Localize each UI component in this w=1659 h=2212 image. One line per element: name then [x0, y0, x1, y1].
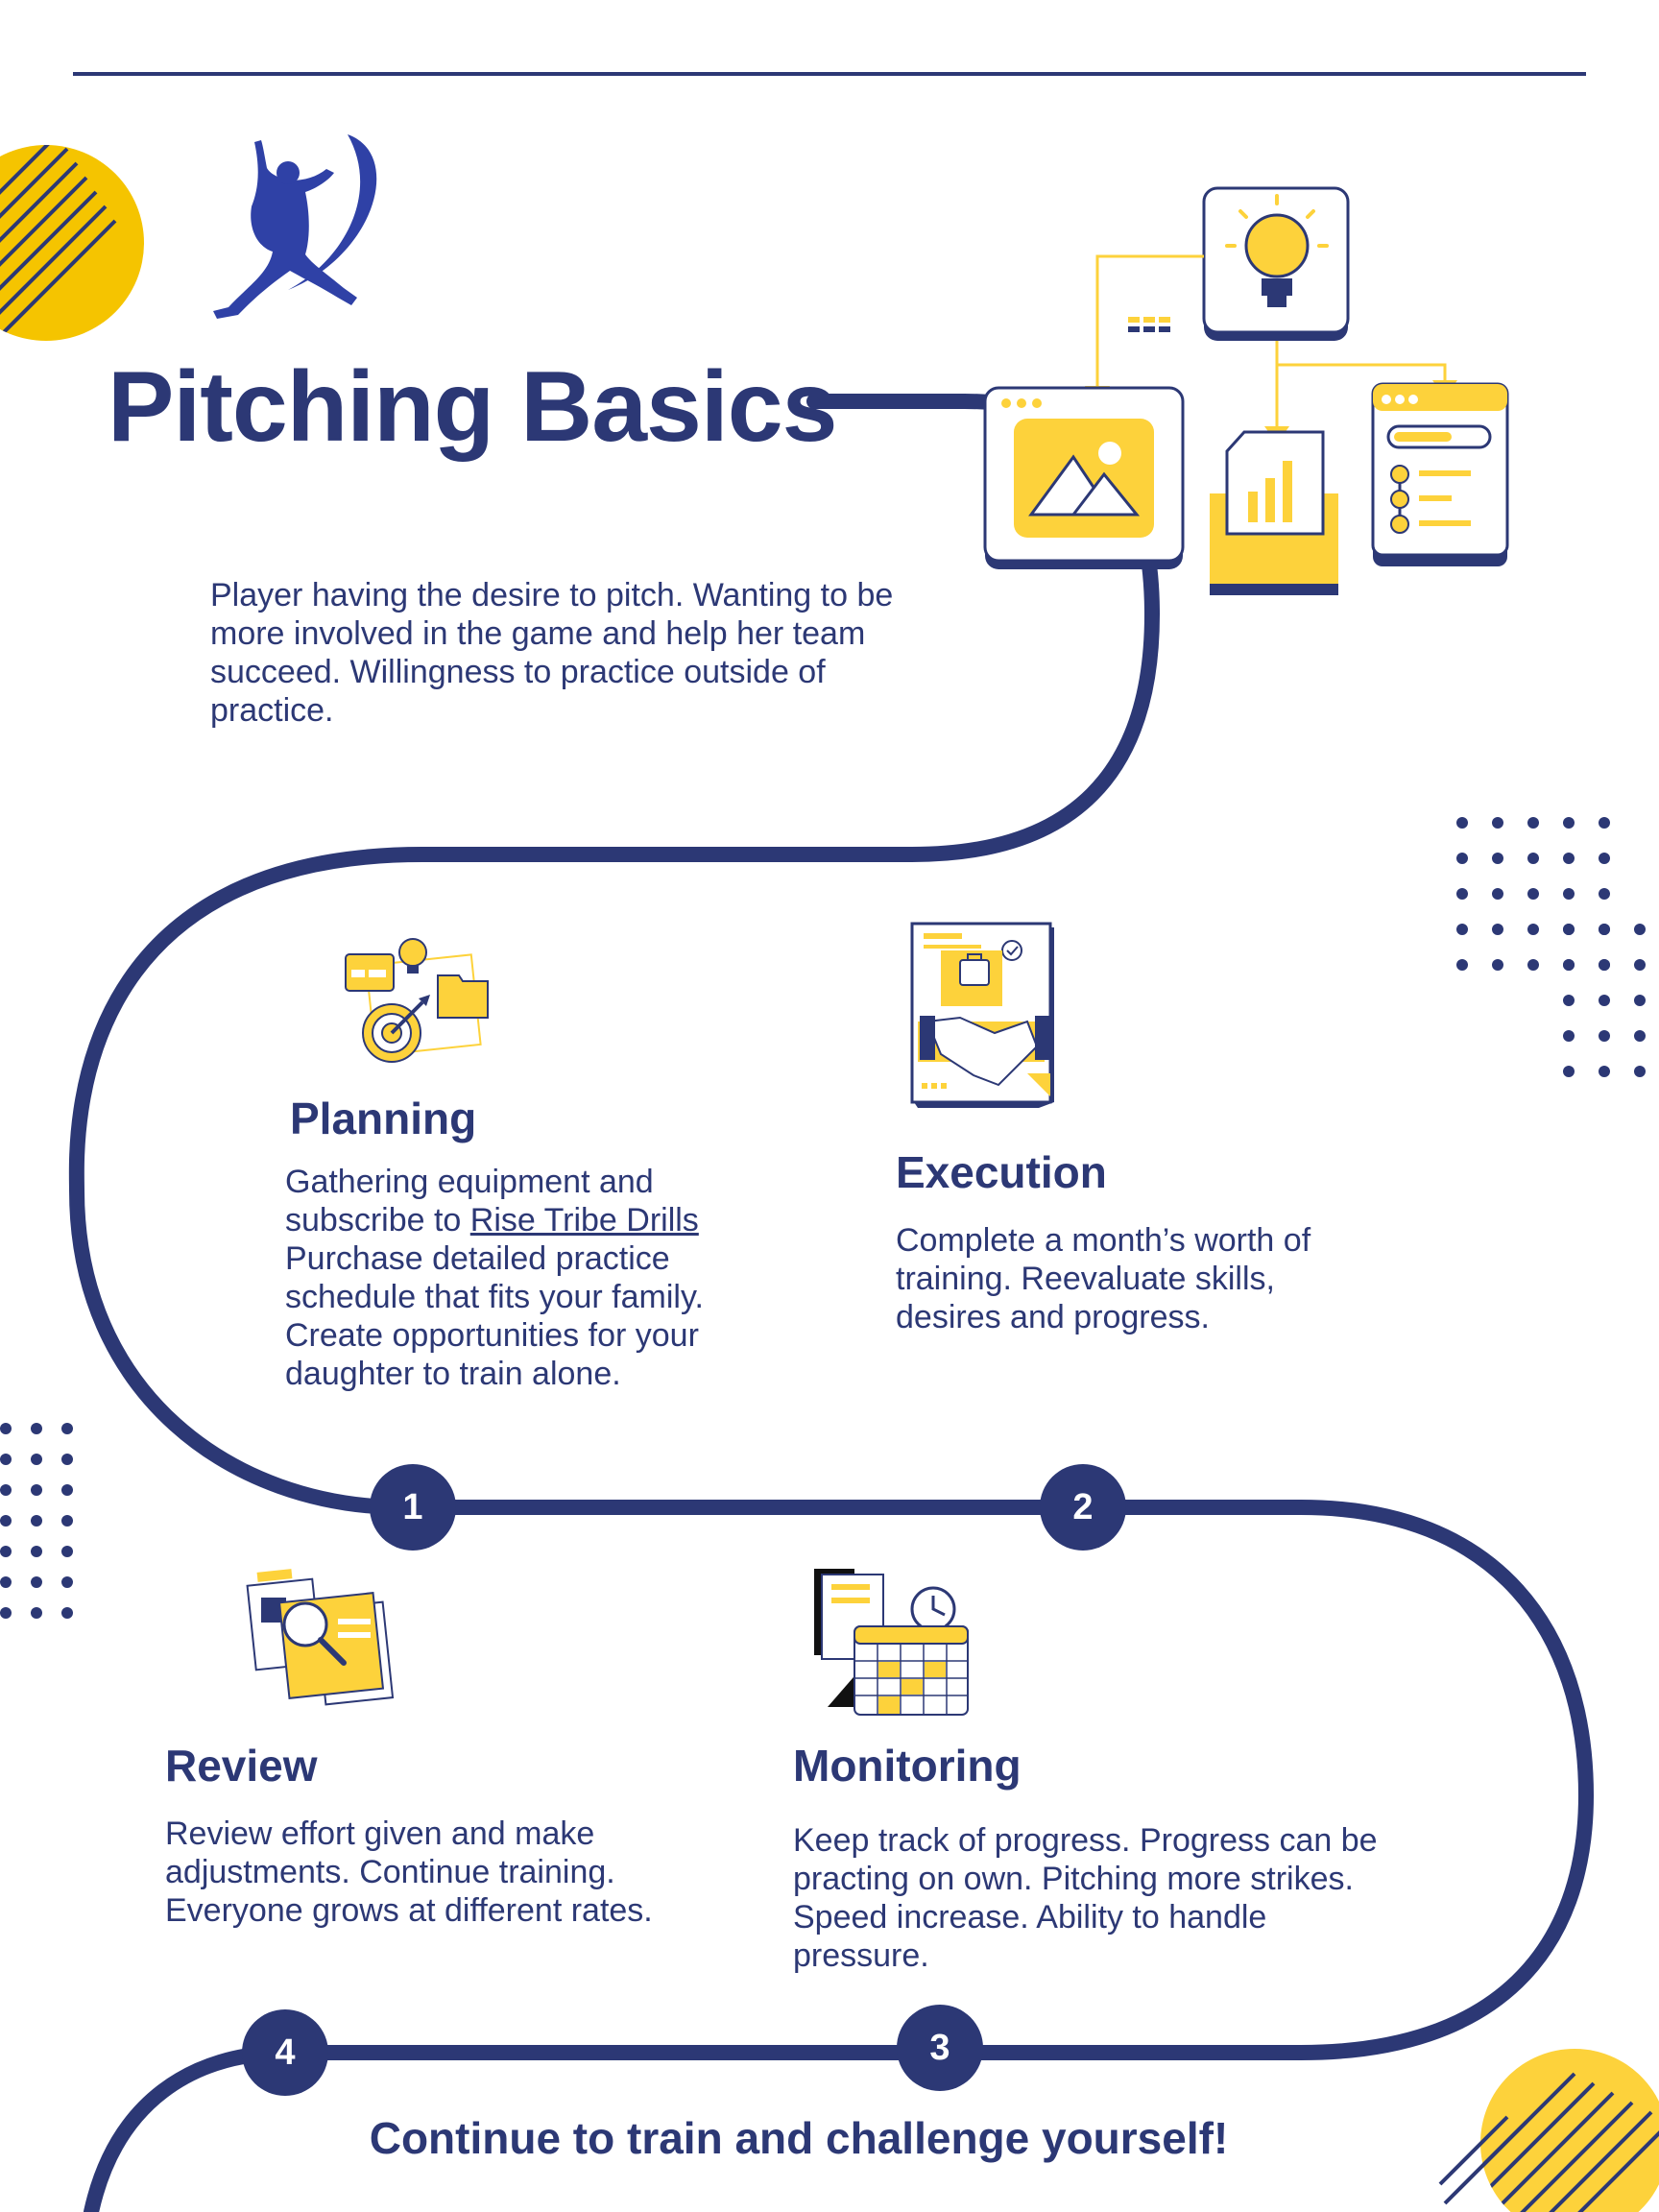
monitoring-text: Keep track of progress. Progress can be … — [793, 1822, 1378, 1974]
dot-grid-left — [0, 1423, 73, 1619]
page-title: Pitching Basics — [108, 351, 837, 463]
planning-text-before-link: Gathering equipment and subscribe to — [285, 1164, 654, 1238]
connector-lines — [1095, 254, 1447, 432]
planning-target-icon — [345, 938, 489, 1063]
calendar-clock-icon — [814, 1569, 969, 1716]
execution-heading: Execution — [896, 1147, 1107, 1197]
document-search-icon — [246, 1569, 395, 1706]
step-badge-3: 3 — [897, 2005, 983, 2091]
intro-text: Player having the desire to pitch. Wanti… — [210, 577, 894, 729]
rise-tribe-drills-link[interactable]: Rise Tribe Drills — [469, 1202, 699, 1238]
chart-folder-icon — [1210, 430, 1338, 595]
lightbulb-icon — [1202, 186, 1350, 341]
step-badge-1: 1 — [370, 1464, 456, 1551]
review-text: Review effort given and make adjustments… — [165, 1815, 653, 1929]
dash-marks — [1128, 317, 1170, 332]
list-card-icon — [1371, 382, 1509, 566]
closing-message: Continue to train and challenge yourself… — [369, 2113, 1229, 2163]
journey-path — [68, 394, 1594, 2212]
planning-heading: Planning — [290, 1094, 477, 1143]
handshake-document-icon — [910, 922, 1054, 1108]
decor-circle-bottom-right — [1438, 2049, 1659, 2212]
image-card-icon — [983, 386, 1185, 569]
planning-text: Gathering equipment and subscribe to Ris… — [285, 1163, 765, 1393]
execution-text: Complete a month’s worth of training. Re… — [896, 1222, 1311, 1335]
pitcher-logo-icon — [213, 134, 377, 319]
review-heading: Review — [165, 1741, 318, 1791]
step-badge-2: 2 — [1040, 1464, 1126, 1551]
step-badge-4: 4 — [242, 2009, 328, 2096]
dot-grid-right — [1434, 815, 1659, 1080]
planning-text-after-link: Purchase detailed practice schedule that… — [285, 1240, 704, 1392]
decor-circle-top-left — [0, 145, 144, 341]
monitoring-heading: Monitoring — [793, 1741, 1022, 1791]
